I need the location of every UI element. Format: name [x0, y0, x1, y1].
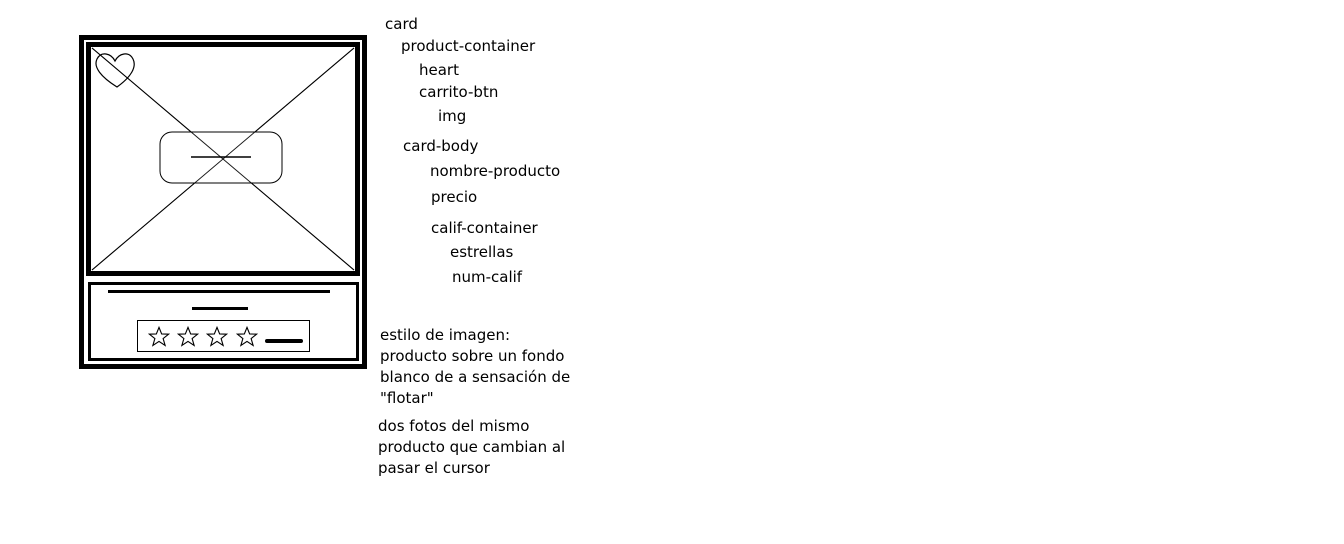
- note-style-line: estilo de imagen:: [380, 326, 511, 344]
- precio-placeholder: [192, 307, 248, 310]
- tree-label-nombre-producto: nombre-producto: [430, 162, 561, 180]
- note-hover-line: dos fotos del mismo: [378, 417, 530, 435]
- tree-label-product-container: product-container: [401, 37, 536, 55]
- tree-label-card: card: [385, 15, 418, 33]
- tree-label-card-body: card-body: [403, 137, 479, 155]
- note-style-line: "flotar": [380, 389, 434, 407]
- star-icon[interactable]: [206, 326, 228, 348]
- note-style-line: blanco de a sensación de: [380, 368, 571, 386]
- heart-icon[interactable]: [95, 53, 135, 88]
- tree-label-estrellas: estrellas: [450, 243, 514, 261]
- tree-label-calif-container: calif-container: [431, 219, 538, 237]
- tree-label-num-calif: num-calif: [452, 268, 523, 286]
- note-hover-line: producto que cambian al: [378, 438, 566, 456]
- tree-label-heart: heart: [419, 61, 459, 79]
- star-icon[interactable]: [177, 326, 199, 348]
- image-placeholder: [91, 47, 355, 271]
- tree-label-img: img: [438, 107, 467, 125]
- note-hover-line: pasar el cursor: [378, 459, 490, 477]
- tree-label-carrito-btn: carrito-btn: [419, 83, 499, 101]
- note-style-line: producto sobre un fondo: [380, 347, 565, 365]
- star-icon[interactable]: [236, 326, 258, 348]
- star-icon[interactable]: [148, 326, 170, 348]
- product-container-wireframe: [86, 42, 360, 276]
- num-calif-placeholder: [265, 339, 303, 343]
- nombre-producto-placeholder: [108, 290, 330, 293]
- tree-label-precio: precio: [431, 188, 478, 206]
